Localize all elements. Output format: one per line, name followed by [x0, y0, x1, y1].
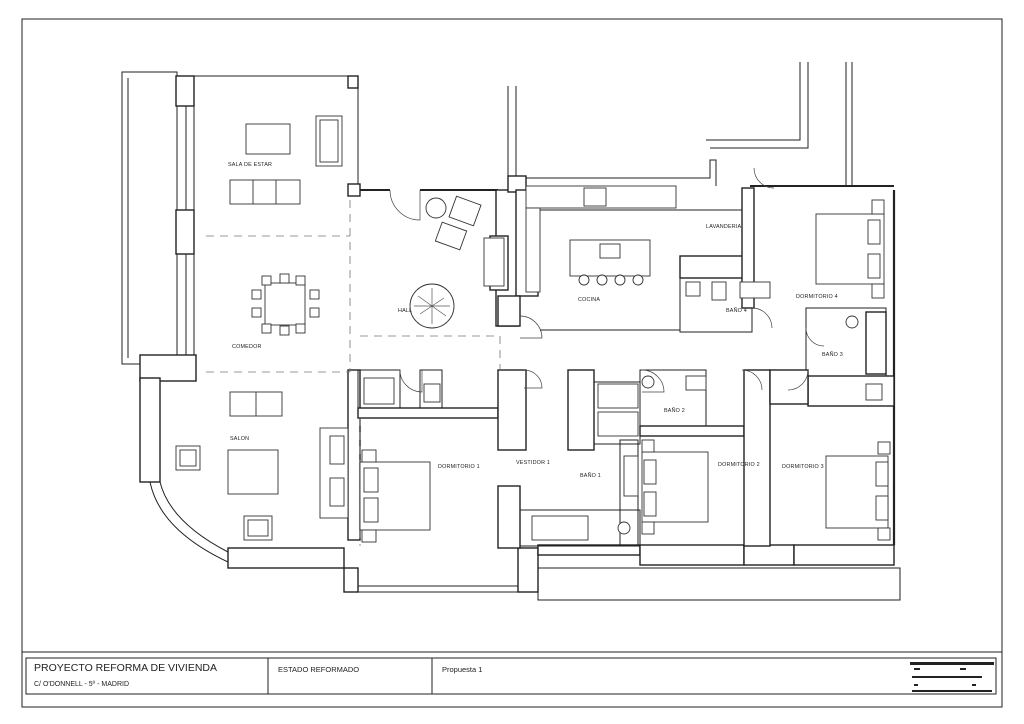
project-proposal: Propuesta 1 — [442, 665, 482, 674]
logo-mark — [910, 662, 994, 692]
room-label-comedor: COMEDOR — [232, 344, 262, 350]
room-label-salon: SALON — [230, 436, 249, 442]
sheet-frame — [21, 18, 1003, 708]
bedroom-3-furniture — [825, 441, 891, 541]
room-label-cocina: COCINA — [578, 297, 600, 303]
room-label-bano-3: BAÑO 3 — [822, 351, 843, 358]
bedroom-4-furniture — [685, 199, 885, 401]
bedroom-1-furniture — [359, 377, 639, 543]
exterior-walls — [139, 75, 901, 601]
project-title: PROYECTO REFORMA DE VIVIENDA — [34, 662, 217, 674]
door-swings — [389, 167, 825, 393]
hall-furniture — [409, 195, 505, 329]
light-wells — [507, 62, 853, 186]
bedroom-2-furniture — [641, 375, 709, 535]
room-label-sala-de-estar: SALA DE ESTAR — [228, 162, 272, 168]
room-label-dormitorio-1: DORMITORIO 1 — [438, 464, 480, 470]
room-label-lavanderia: LAVANDERIA — [706, 224, 742, 230]
room-label-bano-4: BAÑO 4 — [726, 307, 747, 314]
kitchen-furniture — [525, 185, 680, 331]
project-address: C/ O'DONNELL - 5º - MADRID — [34, 681, 129, 688]
room-label-dormitorio-2: DORMITORIO 2 — [718, 462, 760, 468]
room-label-hall: HALL — [398, 308, 412, 314]
room-label-vestidor-1: VESTIDOR 1 — [516, 460, 550, 466]
title-block: PROYECTO REFORMA DE VIVIENDA C/ O'DONNEL… — [22, 651, 1002, 695]
balcony-left — [121, 71, 178, 365]
living-room-furniture — [175, 115, 349, 541]
room-label-bano-1: BAÑO 1 — [580, 472, 601, 479]
room-label-dormitorio-4: DORMITORIO 4 — [796, 294, 838, 300]
project-state: ESTADO REFORMADO — [278, 665, 359, 674]
room-label-dormitorio-3: DORMITORIO 3 — [782, 464, 824, 470]
room-label-bano-2: BAÑO 2 — [664, 407, 685, 414]
room-labels: SALA DE ESTAR COMEDOR SALON HALL COCINA … — [228, 162, 843, 479]
